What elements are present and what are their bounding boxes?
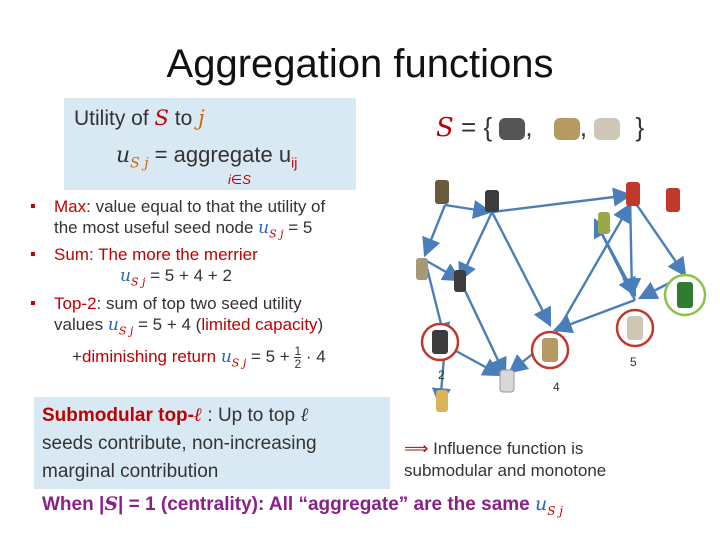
utility-index: i∈S bbox=[228, 172, 251, 187]
graph-node bbox=[499, 369, 515, 393]
graph-edge bbox=[629, 194, 687, 277]
graph-edge bbox=[553, 202, 632, 336]
slide-title: Aggregation functions bbox=[166, 42, 554, 86]
graph-node bbox=[485, 190, 499, 212]
node-utility-label: 2 bbox=[438, 368, 445, 382]
utility-definition-box: Utility of S to j uS j = aggregate uij i… bbox=[64, 98, 356, 190]
utility-caption: Utility of S to j bbox=[74, 106, 205, 130]
aggregation-bullets: Max: value equal to that the utility of … bbox=[30, 196, 370, 374]
graph-node bbox=[666, 188, 680, 212]
graph-node bbox=[454, 270, 466, 292]
seed-figure-icon bbox=[499, 118, 526, 141]
utility-formula: uS j = aggregate uij bbox=[116, 142, 298, 172]
graph-edge bbox=[422, 204, 447, 258]
graph-node bbox=[626, 182, 640, 206]
graph-edges bbox=[422, 187, 687, 408]
node-utility-label: 4 bbox=[553, 380, 560, 394]
graph-node bbox=[542, 338, 558, 362]
graph-edge bbox=[491, 187, 633, 214]
graph-edge bbox=[490, 211, 552, 328]
graph-node bbox=[416, 258, 428, 280]
node-utility-label: 5 bbox=[630, 355, 637, 369]
bullet-sum: Sum: The more the merrier bbox=[30, 244, 370, 265]
seed-set: S = { , , } bbox=[436, 112, 645, 143]
bottom-note: When |S| = 1 (centrality): All “aggregat… bbox=[42, 493, 564, 518]
implication-note: ⟹ Influence function is submodular and m… bbox=[404, 439, 607, 480]
implies-arrow-icon: ⟹ bbox=[404, 439, 429, 458]
submodular-box: Submodular top-ℓ : Up to top ℓ seeds con… bbox=[34, 397, 390, 489]
graph-node bbox=[677, 282, 693, 308]
graph-node bbox=[435, 180, 449, 204]
seed-figure-icon bbox=[594, 118, 621, 141]
graph-node bbox=[627, 316, 643, 340]
graph-nodes bbox=[416, 180, 707, 412]
graph-edge bbox=[458, 211, 494, 283]
graph-edge bbox=[444, 199, 493, 219]
graph-node bbox=[598, 212, 610, 234]
influence-graph: 2 4 5 bbox=[416, 180, 707, 412]
bullet-max: Max: value equal to that the utility of bbox=[30, 196, 370, 217]
graph-node bbox=[436, 390, 448, 412]
graph-edge bbox=[622, 194, 642, 298]
bullet-top2: Top-2: sum of top two seed utility bbox=[30, 293, 370, 314]
seed-figure-icon bbox=[553, 118, 580, 141]
graph-node bbox=[432, 330, 448, 354]
graph-edge bbox=[552, 298, 636, 334]
graph-edge bbox=[458, 279, 507, 378]
